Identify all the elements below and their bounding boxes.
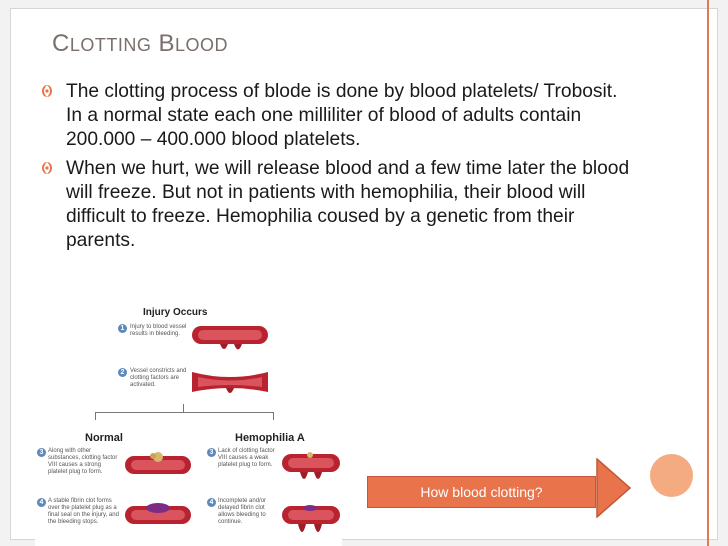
step3-normal-text: Along with other substances, clotting fa… — [48, 448, 118, 475]
title-rest-1: LOTTING — [69, 35, 152, 55]
connector-line — [95, 412, 273, 413]
normal-column-heading: Normal — [85, 432, 123, 444]
how-blood-clotting-button[interactable]: How blood clotting? — [367, 476, 596, 508]
normal-plug-image — [125, 452, 191, 474]
fleuron-icon — [42, 85, 52, 97]
connector-line — [183, 404, 184, 412]
injured-vessel-image — [192, 326, 268, 350]
step4-hemophilia-text: Incomplete and/or delayed fibrin clot al… — [218, 498, 267, 525]
title-initial-2: B — [158, 30, 176, 57]
hemophilia-column-heading: Hemophilia A — [235, 432, 305, 444]
bullet-text-2: When we hurt, we will release blood and … — [66, 158, 630, 251]
title-initial-1: C — [52, 30, 70, 57]
bleeding-vessel-image — [282, 505, 340, 532]
bullet-text-1: The clotting process of blode is done by… — [66, 81, 618, 150]
diagram-title: Injury Occurs — [143, 307, 208, 318]
title-rest-2: LOOD — [175, 35, 229, 55]
step1-text: Injury to blood vessel results in bleedi… — [130, 324, 187, 337]
step-number: 4 — [207, 498, 216, 507]
connector-line — [95, 412, 96, 420]
bullet-item: When we hurt, we will release blood and … — [38, 157, 638, 252]
step3-hemophilia-text: Lack of clotting factor VIII causes a we… — [218, 448, 275, 468]
right-arrow-icon[interactable] — [596, 458, 632, 518]
stable-clot-image — [125, 503, 191, 524]
hemophilia-diagram: Injury Occurs 1 Injury to blood vessel r… — [35, 306, 342, 546]
step-number: 4 — [37, 498, 46, 507]
decorative-circle — [650, 454, 693, 497]
weak-plug-image — [282, 452, 340, 479]
constricted-vessel-image — [192, 372, 268, 393]
step4-normal-text: A stable fibrin clot forms over the plat… — [48, 498, 119, 525]
step2-text: Vessel constricts and clotting factors a… — [130, 368, 187, 388]
slide-title: CLOTTING BLOOD — [52, 30, 228, 58]
accent-line — [707, 0, 709, 546]
step-number: 2 — [118, 368, 127, 377]
step-number: 3 — [37, 448, 46, 457]
fleuron-icon — [42, 162, 52, 175]
step-number: 1 — [118, 324, 127, 333]
bullet-item: The clotting process of blode is done by… — [38, 80, 638, 151]
step-number: 3 — [207, 448, 216, 457]
bullet-list: The clotting process of blode is done by… — [38, 80, 638, 259]
connector-line — [273, 412, 274, 420]
